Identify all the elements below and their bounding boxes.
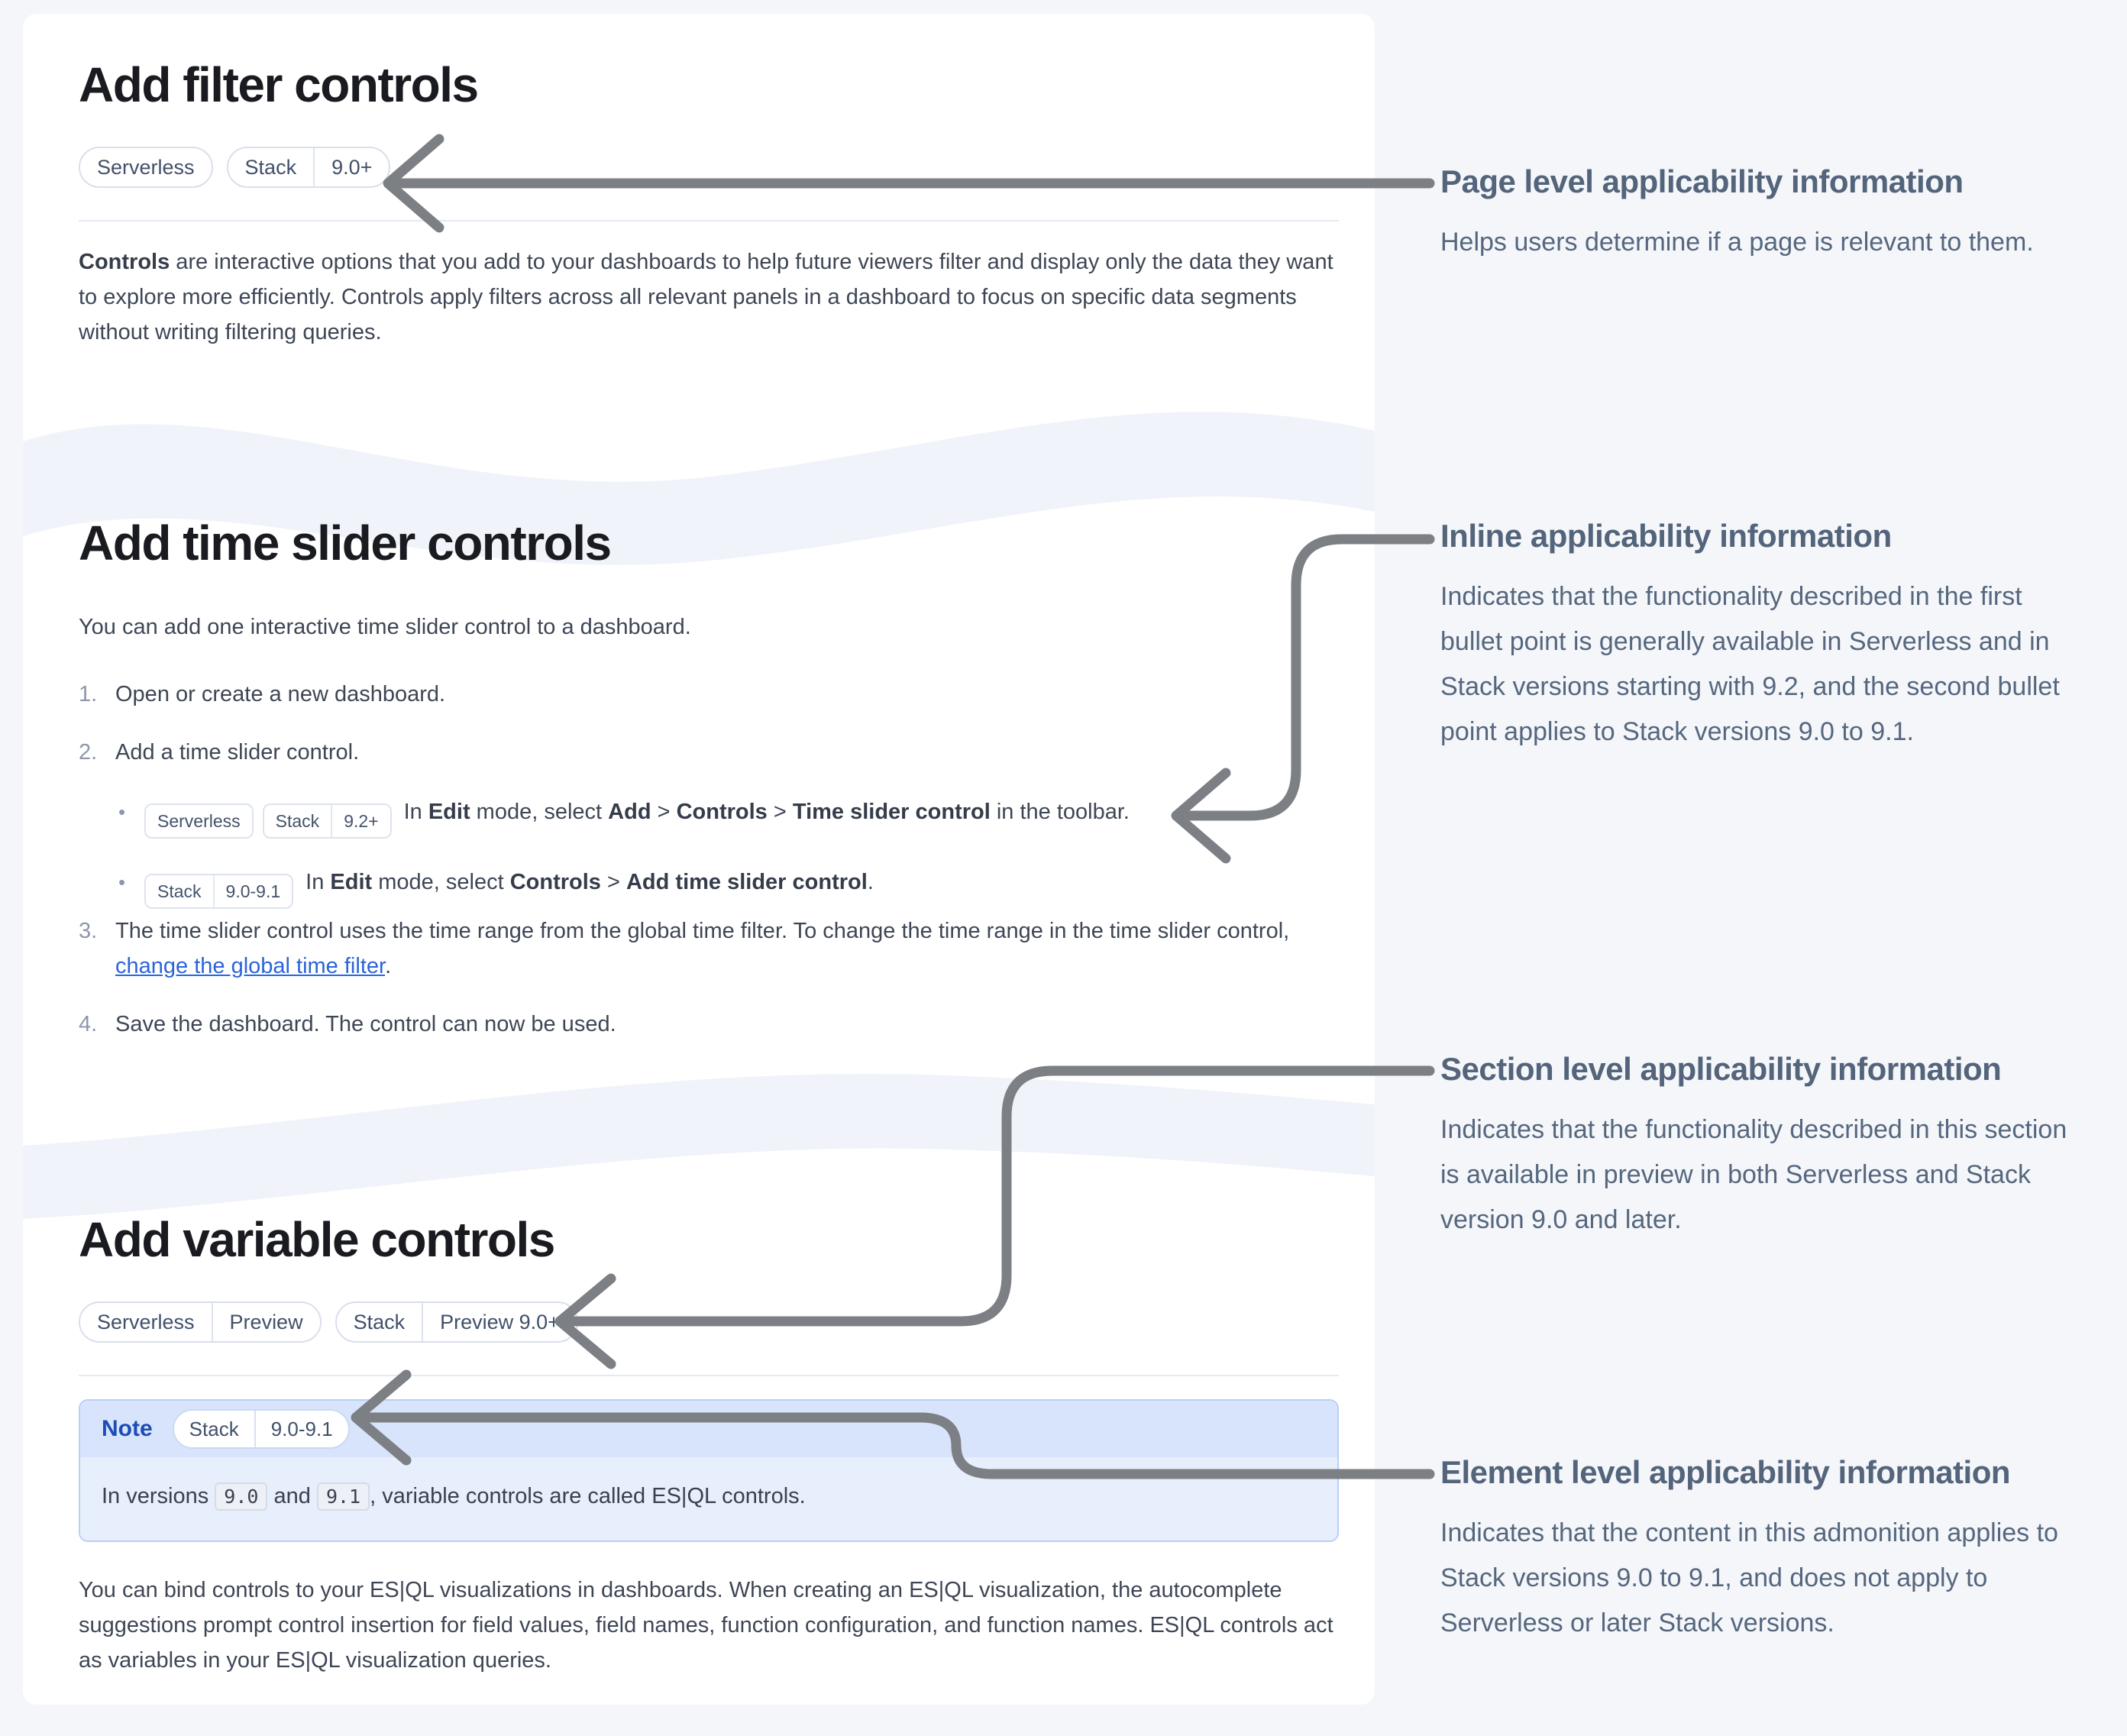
bullet-dot: • (118, 870, 126, 894)
version-code-chip: 9.0 (215, 1482, 268, 1511)
annotation-title: Section level applicability information (1440, 1051, 2002, 1087)
annotation-body: Indicates that the functionality describ… (1440, 1115, 2067, 1234)
annotation-body: Indicates that the functionality describ… (1440, 582, 2060, 746)
step-item: 1. Open or create a new dashboard. (79, 677, 1339, 712)
divider (79, 1374, 1339, 1376)
annotation-section-level: Section level applicability information … (1440, 1049, 2087, 1243)
note-body: In versions 9.0 and 9.1, variable contro… (80, 1456, 1337, 1540)
annotation-body: Indicates that the content in this admon… (1440, 1518, 2058, 1637)
annotation-element-level: Element level applicability information … (1440, 1453, 2087, 1646)
global-time-filter-link[interactable]: change the global time filter (115, 953, 386, 978)
step-item: 2. Add a time slider control. • Serverle… (79, 735, 1339, 913)
annotation-page-level: Page level applicability information Hel… (1440, 162, 2087, 265)
step-item: 4. Save the dashboard. The control can n… (79, 1007, 1339, 1042)
annotation-body: Helps users determine if a page is relev… (1440, 228, 2034, 257)
intro-paragraph: Controls are interactive options that yo… (79, 249, 1333, 344)
step-number: 4. (79, 1011, 98, 1036)
version-code-chip: 9.1 (316, 1482, 370, 1511)
section-intro: You can add one interactive time slider … (79, 614, 691, 639)
divider (79, 219, 1339, 221)
annotation-title: Inline applicability information (1440, 518, 1892, 554)
steps-list: 1. Open or create a new dashboard. 2. Ad… (79, 677, 1339, 1042)
annotation-inline-level: Inline applicability information Indicat… (1440, 516, 2087, 755)
step-number: 2. (79, 739, 98, 765)
closing-paragraph: You can bind controls to your ES|QL visu… (79, 1577, 1333, 1673)
applicability-badge: Serverless (79, 146, 213, 188)
bullet-dot: • (118, 800, 126, 823)
step-number: 1. (79, 681, 98, 706)
section-title: Add time slider controls (79, 516, 612, 571)
step-number: 3. (79, 918, 98, 943)
annotation-title: Page level applicability information (1440, 163, 1964, 199)
applicability-badge: Serverless (144, 803, 254, 839)
page-title: Add filter controls (79, 57, 479, 112)
annotation-title: Element level applicability information (1440, 1454, 2011, 1490)
section-title: Add variable controls (79, 1212, 555, 1267)
section-add-time-slider-controls: Add time slider controls You can add one… (79, 516, 1339, 1065)
step-item: 3. The time slider control uses the time… (79, 913, 1339, 984)
note-label: Note (102, 1415, 153, 1441)
